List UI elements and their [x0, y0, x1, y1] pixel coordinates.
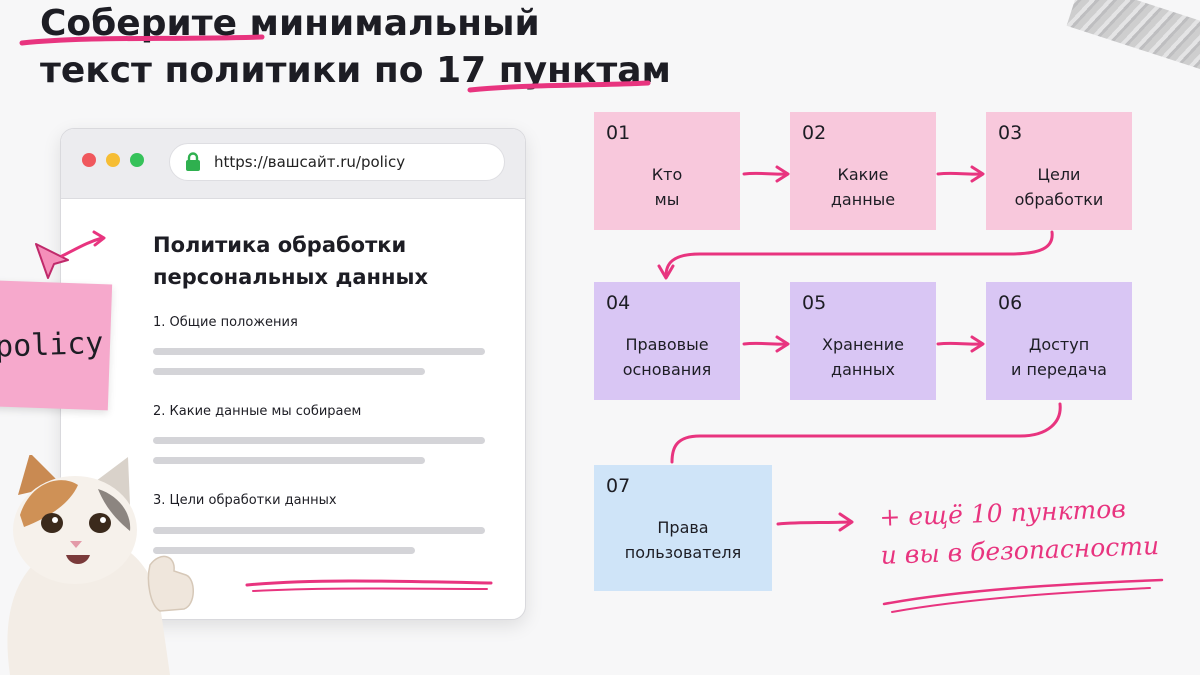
- step-label-line: пользователя: [624, 543, 742, 562]
- step-label-line: основания: [622, 360, 712, 379]
- step-label: Цели обработки: [986, 162, 1132, 212]
- step-card-01: 01 Кто мы: [594, 112, 740, 230]
- step-label: Доступ и передача: [986, 332, 1132, 382]
- step-number: 05: [802, 292, 827, 314]
- step-label-line: и передача: [1011, 360, 1107, 379]
- text-placeholder-line: [153, 368, 425, 375]
- step-label: Хранение данных: [790, 332, 936, 382]
- step-label-line: Доступ: [1028, 335, 1090, 354]
- title-line-2: текст политики по 17 пунктам: [40, 50, 671, 91]
- step-label-line: данных: [831, 360, 895, 379]
- tape-decoration: [1066, 0, 1200, 73]
- step-label: Права пользователя: [594, 515, 772, 565]
- cat-illustration: [7, 455, 194, 675]
- browser-window: https://вашсайт.ru/policy Политика обраб…: [60, 128, 526, 620]
- step-number: 02: [802, 122, 827, 144]
- step-label-line: мы: [654, 190, 680, 209]
- close-dot-icon: [82, 153, 96, 167]
- lock-icon: [186, 152, 200, 171]
- step-card-05: 05 Хранение данных: [790, 282, 936, 400]
- step-card-04: 04 Правовые основания: [594, 282, 740, 400]
- handwritten-note: + ещё 10 пунктов и вы в безопасности: [879, 489, 1160, 575]
- maximize-dot-icon: [130, 153, 144, 167]
- step-card-03: 03 Цели обработки: [986, 112, 1132, 230]
- step-label: Кто мы: [594, 162, 740, 212]
- text-placeholder-line: [153, 547, 415, 554]
- step-label-line: Права: [657, 518, 709, 537]
- step-number: 03: [998, 122, 1023, 144]
- sticky-note-text: /policy: [0, 325, 104, 365]
- step-card-02: 02 Какие данные: [790, 112, 936, 230]
- minimize-dot-icon: [106, 153, 120, 167]
- step-label-line: Хранение: [822, 335, 904, 354]
- pink-scribble: [245, 579, 493, 592]
- url-text: https://вашсайт.ru/policy: [214, 153, 406, 171]
- step-label-line: Правовые: [625, 335, 709, 354]
- section-heading-3: 3. Цели обработки данных: [153, 493, 337, 508]
- cursor-icon: [35, 230, 106, 279]
- step-label-line: данные: [830, 190, 896, 209]
- browser-toolbar: https://вашсайт.ru/policy: [61, 129, 525, 199]
- page-title: Соберите минимальный текст политики по 1…: [40, 0, 671, 94]
- step-number: 06: [998, 292, 1023, 314]
- title-line-1: Соберите минимальный: [40, 3, 540, 44]
- step-label: Правовые основания: [594, 332, 740, 382]
- doc-title: Политика обработки персональных данных: [153, 229, 428, 293]
- step-card-07: 07 Права пользователя: [594, 465, 772, 591]
- step-label-line: обработки: [1014, 190, 1104, 209]
- text-placeholder-line: [153, 527, 485, 534]
- text-placeholder-line: [153, 457, 425, 464]
- step-card-06: 06 Доступ и передача: [986, 282, 1132, 400]
- step-number: 04: [606, 292, 631, 314]
- text-placeholder-line: [153, 437, 485, 444]
- section-heading-1: 1. Общие положения: [153, 315, 298, 330]
- step-label-line: Цели: [1037, 165, 1081, 184]
- step-label-line: Какие: [837, 165, 889, 184]
- section-heading-2: 2. Какие данные мы собираем: [153, 404, 362, 419]
- address-bar[interactable]: https://вашсайт.ru/policy: [169, 143, 505, 181]
- step-number: 01: [606, 122, 631, 144]
- doc-title-line-1: Политика обработки: [153, 233, 407, 257]
- doc-title-line-2: персональных данных: [153, 265, 429, 289]
- sticky-note: /policy: [0, 279, 113, 411]
- step-label-line: Кто: [651, 165, 683, 184]
- text-placeholder-line: [153, 348, 485, 355]
- step-number: 07: [606, 475, 631, 497]
- step-label: Какие данные: [790, 162, 936, 212]
